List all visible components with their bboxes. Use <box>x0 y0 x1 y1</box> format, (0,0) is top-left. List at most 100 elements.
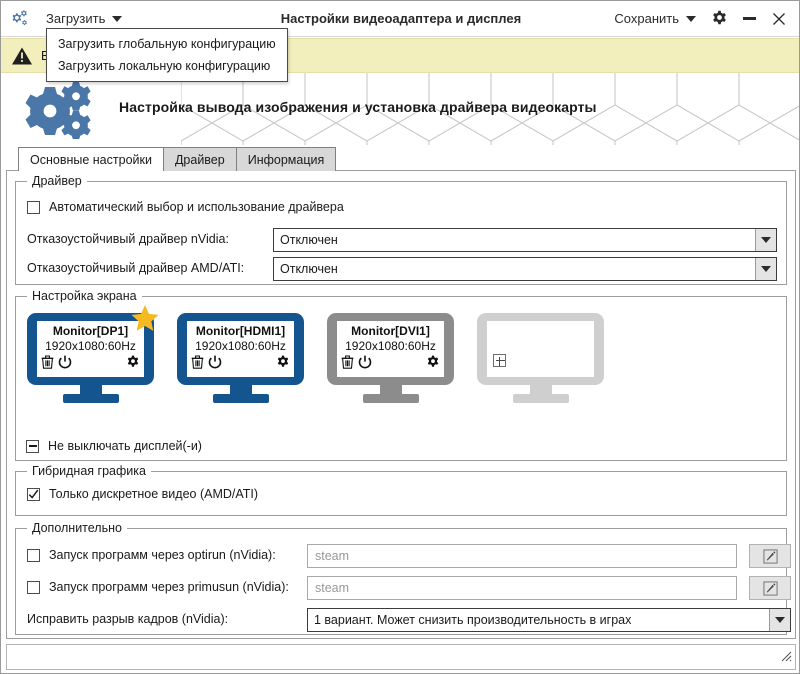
minimize-button[interactable] <box>735 5 763 33</box>
monitor-body: Monitor[DP1] 1920x1080:60Hz <box>27 313 154 385</box>
monitor-name: Monitor[HDMI1] <box>195 324 286 338</box>
monitor-base <box>212 394 269 403</box>
tab-bar: Основные настройки Драйвер Информация <box>18 147 337 171</box>
discrete-video-label: Только дискретное видео (AMD/ATI) <box>49 487 259 501</box>
screen-group: Настройка экрана <box>15 289 787 461</box>
screen-group-title: Настройка экрана <box>27 289 142 303</box>
amd-fallback-value: Отключен <box>280 262 338 276</box>
tab-information[interactable]: Информация <box>235 147 337 171</box>
keep-display-on-row[interactable]: Не выключать дисплей(-и) <box>26 439 202 453</box>
monitor-body: Monitor[HDMI1] 1920x1080:60Hz <box>177 313 304 385</box>
gear-icon[interactable] <box>126 355 140 369</box>
monitor-body: Monitor[DVI1] 1920x1080:60Hz <box>327 313 454 385</box>
discrete-video-row[interactable]: Только дискретное видео (AMD/ATI) <box>27 487 258 501</box>
monitor-toolbar <box>37 354 144 369</box>
monitor-screen: Monitor[HDMI1] 1920x1080:60Hz <box>187 321 294 377</box>
load-menu-label: Загрузить <box>46 11 106 26</box>
banner: Настройка вывода изображения и установка… <box>1 73 799 145</box>
tearfix-dropdown-arrow[interactable] <box>769 609 790 631</box>
pencil-icon <box>762 580 778 596</box>
discrete-video-checkbox[interactable] <box>27 487 40 501</box>
monitor-neck <box>379 385 402 394</box>
add-monitor-base <box>512 394 569 403</box>
add-monitor-body <box>477 313 604 385</box>
settings-gear-icon[interactable] <box>705 5 733 33</box>
auto-driver-label: Автоматический выбор и использование дра… <box>49 200 344 214</box>
keep-display-on-checkbox[interactable] <box>26 439 39 453</box>
nvidia-fallback-dropdown-arrow[interactable] <box>755 229 776 251</box>
chevron-down-icon <box>775 617 785 623</box>
auto-driver-row[interactable]: Автоматический выбор и использование дра… <box>27 200 344 214</box>
auto-driver-checkbox[interactable] <box>27 200 40 214</box>
monitor-resolution: 1920x1080:60Hz <box>45 339 136 353</box>
menu-item-load-local[interactable]: Загрузить локальную конфигурацию <box>58 59 271 73</box>
tab-driver[interactable]: Драйвер <box>162 147 237 171</box>
add-monitor-neck <box>529 385 552 394</box>
trash-icon[interactable] <box>41 355 54 369</box>
monitor-card-dvi1[interactable]: Monitor[DVI1] 1920x1080:60Hz <box>327 313 454 403</box>
amd-fallback-select[interactable]: Отключен <box>273 257 777 281</box>
primary-star-icon <box>130 304 160 338</box>
primusrun-edit-button[interactable] <box>749 576 791 600</box>
power-icon[interactable] <box>358 355 372 369</box>
monitor-neck <box>79 385 102 394</box>
power-icon[interactable] <box>58 355 72 369</box>
tearfix-label: Исправить разрыв кадров (nVidia): <box>27 612 229 626</box>
amd-fallback-label: Отказоустойчивый драйвер AMD/ATI: <box>27 261 245 275</box>
chevron-down-icon <box>761 266 771 272</box>
primusrun-placeholder: steam <box>315 581 350 595</box>
trash-icon[interactable] <box>341 355 354 369</box>
driver-group: Драйвер Автоматический выбор и использов… <box>15 174 787 285</box>
power-icon[interactable] <box>208 355 222 369</box>
save-menu-button[interactable]: Сохранить <box>607 8 703 29</box>
tearfix-value: 1 вариант. Может снизить производительно… <box>314 613 632 627</box>
nvidia-fallback-value: Отключен <box>280 233 338 247</box>
monitor-name: Monitor[DP1] <box>52 324 129 338</box>
gear-icon[interactable] <box>276 355 290 369</box>
tab-main-settings[interactable]: Основные настройки <box>18 147 164 171</box>
menu-item-load-global[interactable]: Загрузить глобальную конфигурацию <box>58 37 276 51</box>
optirun-checkbox[interactable] <box>27 549 40 562</box>
primusrun-input[interactable]: steam <box>307 576 737 600</box>
banner-gears-icon <box>23 81 103 144</box>
monitor-list: Monitor[DP1] 1920x1080:60Hz <box>27 305 604 403</box>
trash-icon[interactable] <box>191 355 204 369</box>
pencil-icon <box>762 548 778 564</box>
monitor-card-dp1[interactable]: Monitor[DP1] 1920x1080:60Hz <box>27 305 159 403</box>
checkmark-icon <box>28 489 39 499</box>
monitor-toolbar <box>187 354 294 369</box>
add-monitor-screen <box>487 321 594 377</box>
nvidia-fallback-select[interactable]: Отключен <box>273 228 777 252</box>
extra-group-title: Дополнительно <box>27 521 127 535</box>
close-button[interactable] <box>765 5 793 33</box>
gear-icon[interactable] <box>426 355 440 369</box>
plus-box-icon[interactable] <box>493 354 506 367</box>
optirun-label: Запуск программ через optirun (nVidia): <box>49 548 276 562</box>
optirun-input[interactable]: steam <box>307 544 737 568</box>
monitor-toolbar <box>337 354 444 369</box>
nvidia-fallback-label: Отказоустойчивый драйвер nVidia: <box>27 232 229 246</box>
primusrun-checkbox[interactable] <box>27 581 40 594</box>
monitor-base <box>362 394 419 403</box>
save-menu-label: Сохранить <box>614 11 679 26</box>
amd-fallback-dropdown-arrow[interactable] <box>755 258 776 280</box>
monitor-name: Monitor[DVI1] <box>351 324 430 338</box>
monitor-neck <box>229 385 252 394</box>
warning-triangle-icon <box>12 47 32 64</box>
driver-group-title: Драйвер <box>27 174 87 188</box>
keep-display-on-label: Не выключать дисплей(-и) <box>48 439 202 453</box>
monitor-card-hdmi1[interactable]: Monitor[HDMI1] 1920x1080:60Hz <box>177 313 304 403</box>
chevron-down-icon <box>761 237 771 243</box>
hexagon-pattern-decoration <box>181 73 799 145</box>
load-dropdown-menu[interactable]: Загрузить глобальную конфигурацию Загруз… <box>46 28 288 82</box>
optirun-placeholder: steam <box>315 549 350 563</box>
load-menu-button[interactable]: Загрузить <box>39 8 129 29</box>
tearfix-select[interactable]: 1 вариант. Может снизить производительно… <box>307 608 791 632</box>
hybrid-graphics-group: Гибридная графика Только дискретное виде… <box>15 464 787 516</box>
monitor-screen: Monitor[DP1] 1920x1080:60Hz <box>37 321 144 377</box>
add-monitor-card[interactable] <box>477 313 604 403</box>
optirun-edit-button[interactable] <box>749 544 791 568</box>
extra-group: Дополнительно Запуск программ через opti… <box>15 521 791 635</box>
resize-grip-icon[interactable] <box>779 649 792 667</box>
monitor-resolution: 1920x1080:60Hz <box>345 339 436 353</box>
